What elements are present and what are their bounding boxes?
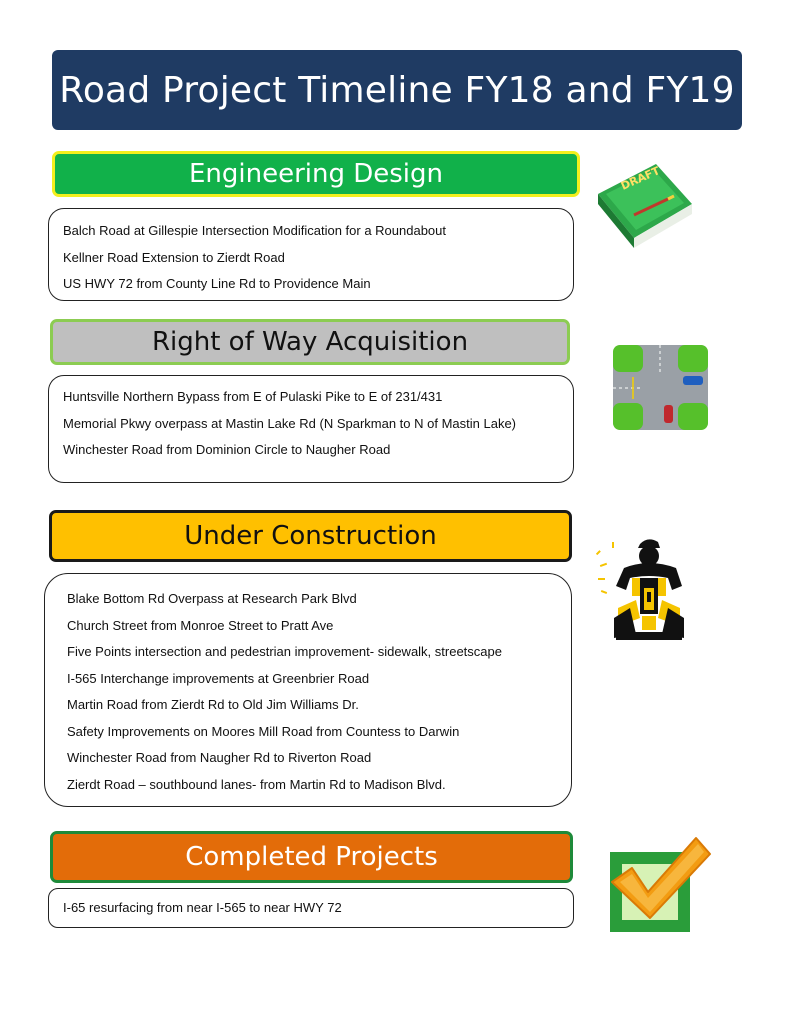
list-item: Safety Improvements on Moores Mill Road … (67, 723, 460, 739)
section-heading-right-of-way-acquisition: Right of Way Acquisition (50, 319, 570, 365)
list-item: Five Points intersection and pedestrian … (67, 644, 502, 659)
list-item: Zierdt Road – southbound lanes- from Mar… (67, 776, 446, 792)
list-item: Huntsville Northern Bypass from E of Pul… (63, 389, 443, 404)
draft-book-icon: DRAFT (598, 164, 692, 248)
section-heading-under-construction: Under Construction (49, 510, 572, 562)
list-item: Blake Bottom Rd Overpass at Research Par… (67, 591, 357, 606)
page-title: Road Project Timeline FY18 and FY19 (52, 50, 742, 130)
list-item: Memorial Pkwy overpass at Mastin Lake Rd… (63, 415, 517, 431)
project-list-engineering-design: Balch Road at Gillespie Intersection Mod… (48, 208, 574, 301)
list-item: Kellner Road Extension to Zierdt Road (63, 249, 285, 265)
section-heading-engineering-design: Engineering Design (52, 151, 580, 197)
project-list-right-of-way-acquisition: Huntsville Northern Bypass from E of Pul… (48, 375, 574, 483)
jackhammer-worker-icon (596, 539, 684, 640)
list-item: Martin Road from Zierdt Rd to Old Jim Wi… (67, 697, 359, 712)
list-item: Balch Road at Gillespie Intersection Mod… (63, 223, 446, 238)
project-list-completed-projects: I-65 resurfacing from near I-565 to near… (48, 888, 574, 928)
list-item: Winchester Road from Naugher Rd to River… (67, 750, 372, 765)
list-item: Winchester Road from Dominion Circle to … (63, 442, 391, 457)
list-item: Church Street from Monroe Street to Prat… (67, 617, 334, 633)
section-heading-completed-projects: Completed Projects (50, 831, 573, 883)
checkmark-icon (610, 837, 711, 932)
project-list-under-construction: Blake Bottom Rd Overpass at Research Par… (44, 573, 572, 807)
list-item: US HWY 72 from County Line Rd to Provide… (63, 276, 371, 291)
intersection-icon (613, 345, 708, 430)
list-item: I-565 Interchange improvements at Greenb… (67, 670, 370, 686)
list-item: I-65 resurfacing from near I-565 to near… (63, 900, 342, 915)
